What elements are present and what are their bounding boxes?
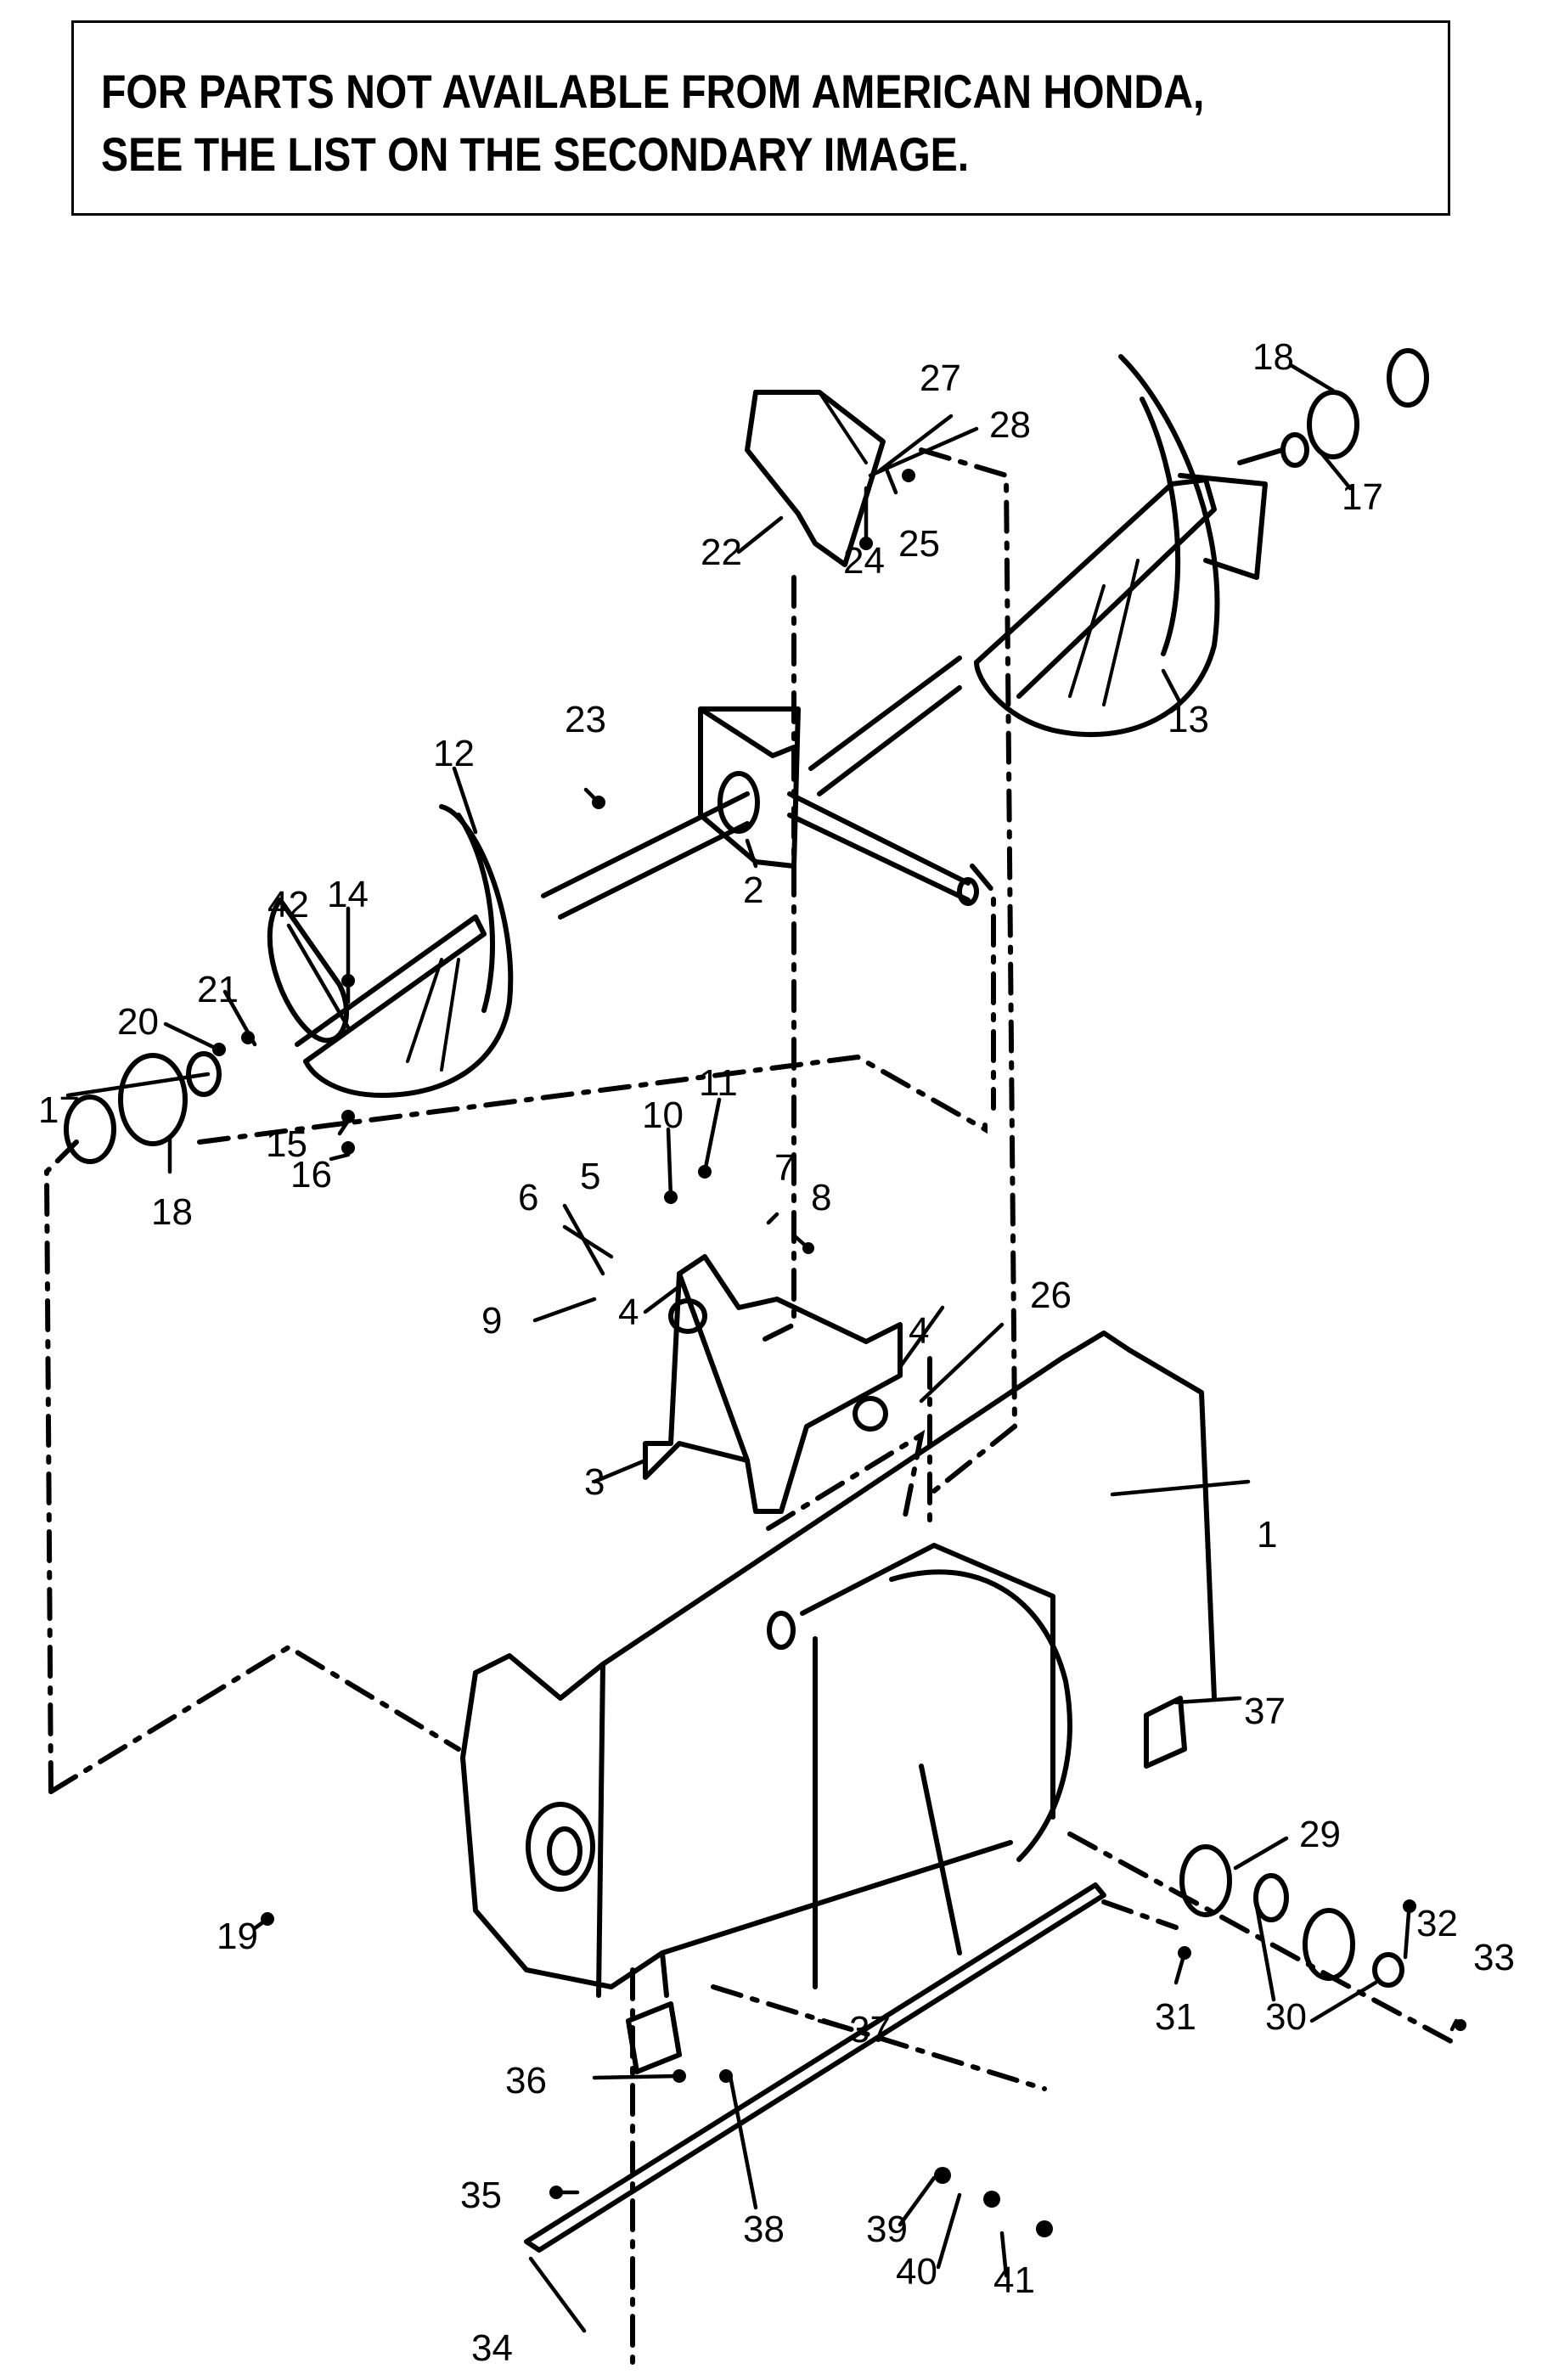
callout-35: 35 [460,2175,502,2216]
callout-12: 12 [433,733,475,774]
callout-33: 33 [1473,1937,1515,1978]
gearbox-part-2 [541,655,979,920]
callout-39: 39 [866,2208,908,2250]
guide-line-right-axle [1067,1831,1463,2049]
callout-16: 16 [290,1154,332,1196]
callout-10: 10 [642,1094,684,1136]
callout-11: 11 [699,1062,738,1104]
guide-line-chute-left [757,575,796,1344]
callout-4b: 4 [909,1310,929,1352]
housing-part-1 [460,1331,1217,1998]
notice-line-2: SEE THE LIST ON THE SECONDARY IMAGE. [101,127,970,181]
callout-7: 7 [774,1147,795,1189]
callout-labels: 1 2 3 4 4 5 6 7 8 9 10 11 12 13 14 15 16… [38,336,1515,2369]
callout-6: 6 [518,1177,538,1218]
callout-20: 20 [117,1001,159,1043]
callout-36: 36 [505,2060,547,2101]
bracket-part-3 [643,1254,903,1514]
left-end-hardware [64,1051,222,1164]
callout-40: 40 [896,2251,937,2293]
guide-line-31 [1101,1899,1179,1930]
callout-26: 26 [1030,1274,1072,1316]
callout-15: 15 [266,1123,307,1165]
callout-42: 42 [267,884,309,926]
callout-28: 28 [989,404,1031,446]
callout-38: 38 [743,2208,785,2250]
auger-left-12 [267,804,514,1098]
callout-22: 22 [701,532,742,573]
callout-18a: 18 [151,1191,193,1233]
callout-27: 27 [920,357,961,399]
callout-21: 21 [197,969,239,1010]
right-end-hardware [1280,348,1429,468]
callout-23: 23 [565,699,606,740]
callout-8: 8 [811,1177,831,1218]
callout-29: 29 [1299,1814,1341,1855]
callout-17b: 17 [1342,476,1383,518]
callout-1: 1 [1257,1514,1277,1556]
notice-line-1: FOR PARTS NOT AVAILABLE FROM AMERICAN HO… [101,65,1205,118]
callout-5: 5 [580,1156,600,1197]
callout-17a: 17 [38,1089,80,1131]
callout-9: 9 [481,1300,502,1342]
callout-41: 41 [993,2259,1035,2301]
assembly-guide-lines [43,447,1463,2376]
guide-line-left-bottom [48,1644,461,1794]
leader-lines [65,363,1459,2333]
callout-32: 32 [1416,1903,1458,1944]
callout-34: 34 [471,2327,513,2369]
callout-14: 14 [327,874,369,915]
callout-3: 3 [584,1461,605,1503]
notice-box: FOR PARTS NOT AVAILABLE FROM AMERICAN HO… [71,20,1450,216]
callout-37b: 37 [849,2009,891,2051]
fastener-dots [212,469,1466,2237]
guide-line-chute-right [919,447,1018,1497]
callout-31: 31 [1155,1996,1196,2038]
scraper-bar-34 [524,1882,1106,2253]
callout-2: 2 [743,869,763,911]
guide-line-shaft-end [970,864,996,1111]
chute-part-22 [745,390,886,567]
callout-19: 19 [217,1916,258,1957]
right-axle-hardware [1179,1844,1404,1988]
guide-line-left [43,1139,79,1794]
callout-13: 13 [1168,699,1209,740]
callout-37a: 37 [1244,1691,1286,1732]
callout-4a: 4 [618,1291,639,1333]
callout-18b: 18 [1252,336,1294,378]
auger-right-13 [974,354,1285,738]
guide-line-bracket [766,1429,926,1531]
guide-line-center [197,1054,988,1145]
callout-25: 25 [898,523,940,565]
callout-30: 30 [1265,1996,1307,2038]
